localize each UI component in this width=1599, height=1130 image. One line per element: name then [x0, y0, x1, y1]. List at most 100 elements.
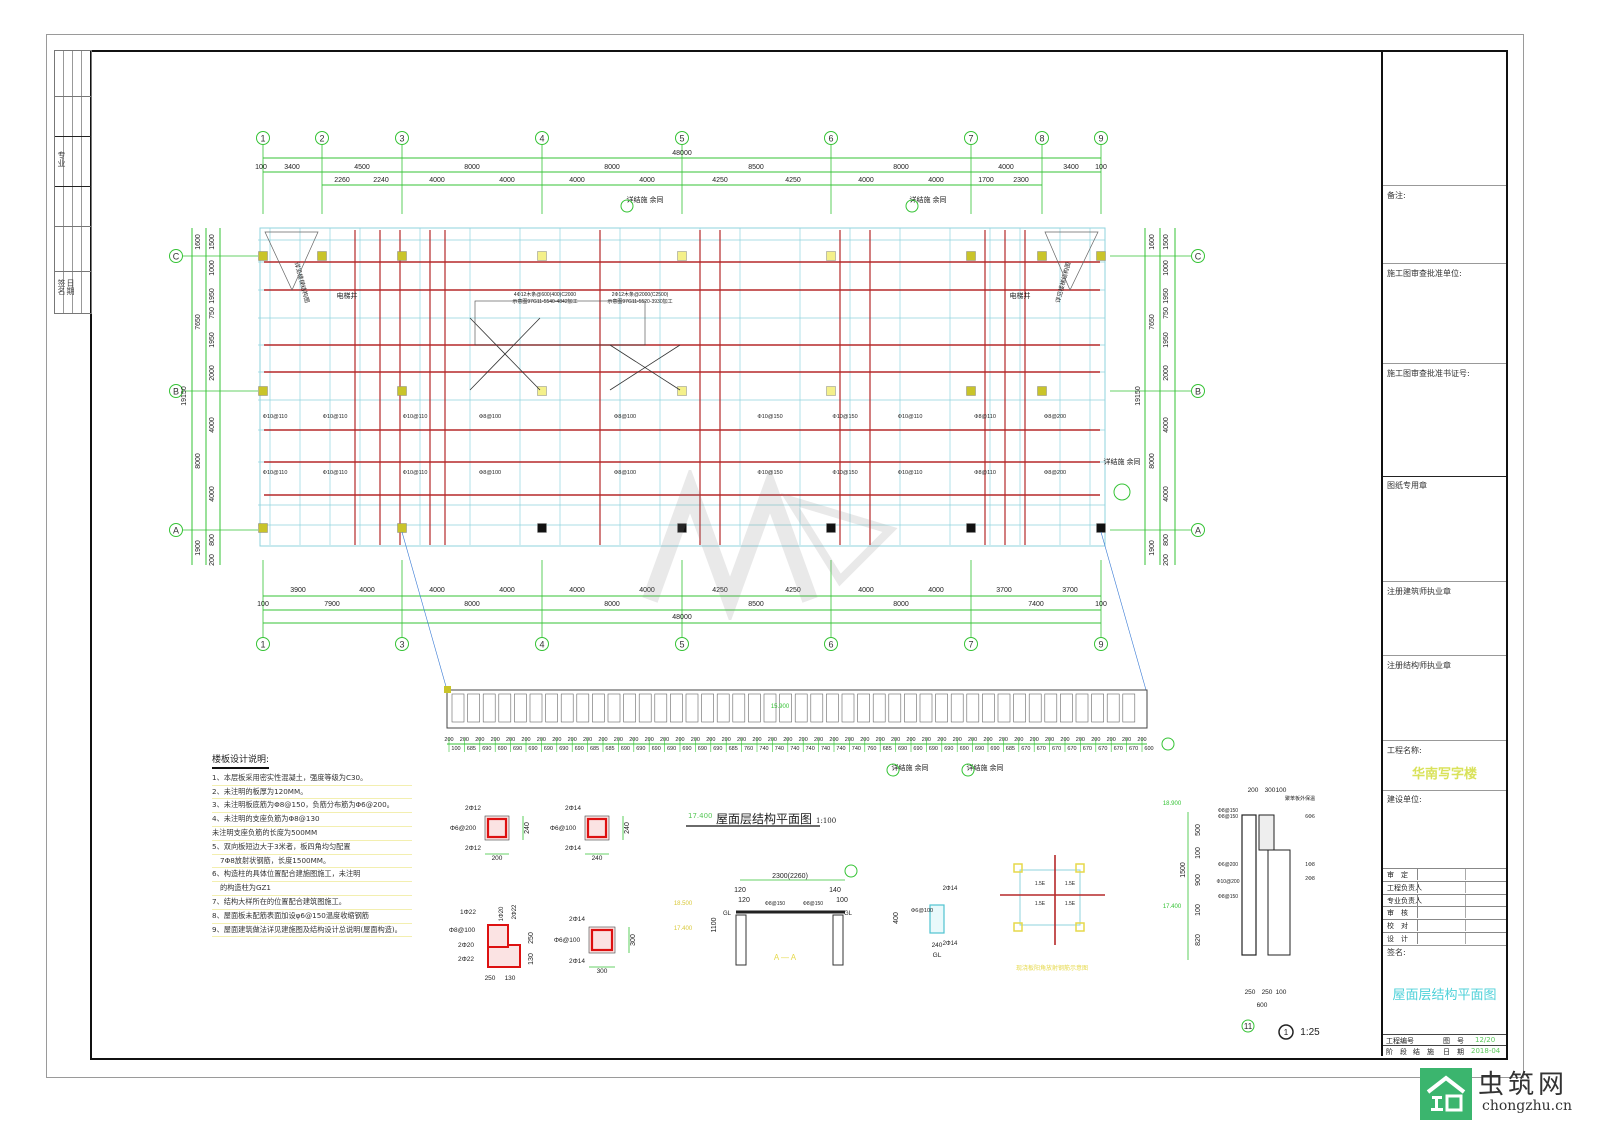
- callout-bubble: [886, 763, 900, 777]
- dimension-text: 4500: [354, 164, 370, 171]
- dimension-text: 100: [255, 164, 267, 171]
- dim-label: 300: [597, 968, 608, 975]
- rebar-label: Φ10@110: [898, 470, 923, 476]
- dimension-text: 3700: [996, 587, 1012, 594]
- axis-label: A: [1195, 526, 1201, 536]
- axis-bubble: [169, 249, 183, 263]
- parapet-dim: 760: [744, 746, 753, 752]
- wall-section-outline: [1241, 814, 1257, 956]
- signature-row: 专业负责人: [1383, 893, 1506, 906]
- parapet-dim: 740: [759, 746, 768, 752]
- stirrup: [486, 817, 508, 839]
- dimension-text: 3900: [290, 587, 306, 594]
- note-line: 3、未注明板底筋为Φ8@150，负筋分布筋为Φ6@200。: [212, 799, 412, 814]
- detail-callout: 详结施 余同: [627, 195, 664, 204]
- dimension-text: 19150: [181, 386, 188, 406]
- axis-label: 4: [539, 640, 544, 650]
- rebar-label: 2Φ14: [943, 941, 958, 947]
- parapet-panel: [467, 693, 480, 723]
- slab-note: 4Φ12木条@600(400)C2000: [514, 291, 576, 298]
- column-detail-l: [487, 944, 521, 968]
- dimension-text: 1700: [978, 177, 994, 184]
- parapet-dim: 760: [867, 746, 876, 752]
- parapet-panel: [841, 693, 855, 723]
- axis-bubble: [315, 131, 329, 145]
- footer-row-1: 工程编号 图 号 12/20: [1383, 1034, 1506, 1046]
- callout-bubble: [1113, 483, 1131, 501]
- axis-label: A: [173, 526, 179, 536]
- dimension-text: 130: [528, 953, 535, 965]
- parapet-panel: [670, 693, 683, 723]
- rebar-label: Φ8@150: [1218, 894, 1238, 900]
- dimension-text: 300: [630, 934, 637, 946]
- dimension-text: 4000: [1163, 417, 1170, 433]
- parapet-dim: 670: [1098, 746, 1107, 752]
- notes-heading: 楼板设计说明:: [212, 754, 270, 769]
- axis-bubble: [535, 637, 549, 651]
- dim-label: 250: [1262, 989, 1273, 996]
- column-mark: [1096, 251, 1106, 261]
- dimension-text: 1100: [711, 917, 718, 932]
- gl-beam-section: [929, 904, 945, 934]
- remarks-label: 备注:: [1387, 191, 1406, 200]
- parapet-panel: [982, 693, 995, 723]
- dimension-text: 4000: [639, 587, 655, 594]
- axis-bubble: [1191, 523, 1205, 537]
- axis-bubble: [675, 637, 689, 651]
- stirrup: [590, 928, 614, 952]
- column-mark: [677, 523, 687, 533]
- rebar-label: Φ10@110: [263, 470, 288, 476]
- parapet-panel: [872, 693, 886, 723]
- dim-label: 250: [485, 975, 496, 982]
- dimension-text: 4000: [858, 177, 874, 184]
- elevation-label: 18.900: [1163, 801, 1182, 807]
- total-dimension: 48000: [672, 614, 692, 621]
- dimension-text: 8000: [604, 601, 620, 608]
- signature-role: 校 对: [1387, 922, 1408, 931]
- axis-bubble: [169, 523, 183, 537]
- drawing-title-section: 签名: 屋面层结构平面图: [1383, 945, 1506, 1036]
- column-mark: [677, 386, 687, 396]
- rebar-label: 1Φ22: [460, 909, 476, 916]
- rebar-label: 1Φ20: [499, 906, 505, 921]
- column-mark: [966, 386, 976, 396]
- column-mark: [826, 386, 836, 396]
- parapet-panel: [560, 693, 574, 723]
- column-mark: [1075, 863, 1085, 873]
- axis-label: 6: [828, 134, 833, 144]
- parapet-panel: [701, 693, 714, 723]
- binding-label: 签名: [57, 279, 66, 295]
- note-line: 7、结构大样所在的位置配合建筑图施工。: [212, 896, 412, 910]
- axis-bubble: [256, 131, 270, 145]
- corner-title: 现浇板阳角放射钢筋示意图: [1016, 964, 1088, 972]
- parapet-dim: 690: [575, 746, 584, 752]
- rebar-label: Φ6@200: [1218, 862, 1238, 868]
- axis-label: 7: [968, 640, 973, 650]
- review-cert-section: 施工图审查批准书证号:: [1383, 363, 1506, 477]
- dim-label: 200: [492, 855, 503, 862]
- dimension-text: 4250: [712, 587, 728, 594]
- parapet-dim: 685: [467, 746, 476, 752]
- parapet-dim: 690: [652, 746, 661, 752]
- axis-bubble: [824, 637, 838, 651]
- dimension-text: 8000: [893, 164, 909, 171]
- rebar-label: Φ8@100: [479, 414, 501, 420]
- dimension-text: 750: [209, 307, 216, 319]
- review-cert-label: 施工图审查批准书证号:: [1387, 369, 1470, 378]
- dim-label: 2300(2260): [772, 873, 808, 880]
- parapet-panel: [748, 693, 761, 723]
- material-label: 聚苯板外保温: [1285, 795, 1315, 802]
- rebar-label: Φ10@200: [1217, 879, 1240, 885]
- dimension-text: 200: [209, 554, 216, 566]
- parapet-dim: 740: [806, 746, 815, 752]
- parapet-dim: 690: [990, 746, 999, 752]
- project-no-label: 工程编号: [1386, 1037, 1414, 1045]
- dimension-text: 1950: [1163, 288, 1170, 304]
- rebar-label: 2Φ14: [943, 886, 958, 892]
- insulation-block: [1258, 814, 1275, 851]
- axis-label: 3: [399, 134, 404, 144]
- column-mark: [258, 523, 268, 533]
- detail-callout: 详结施 余同: [892, 763, 929, 772]
- parapet-panel: [498, 693, 512, 723]
